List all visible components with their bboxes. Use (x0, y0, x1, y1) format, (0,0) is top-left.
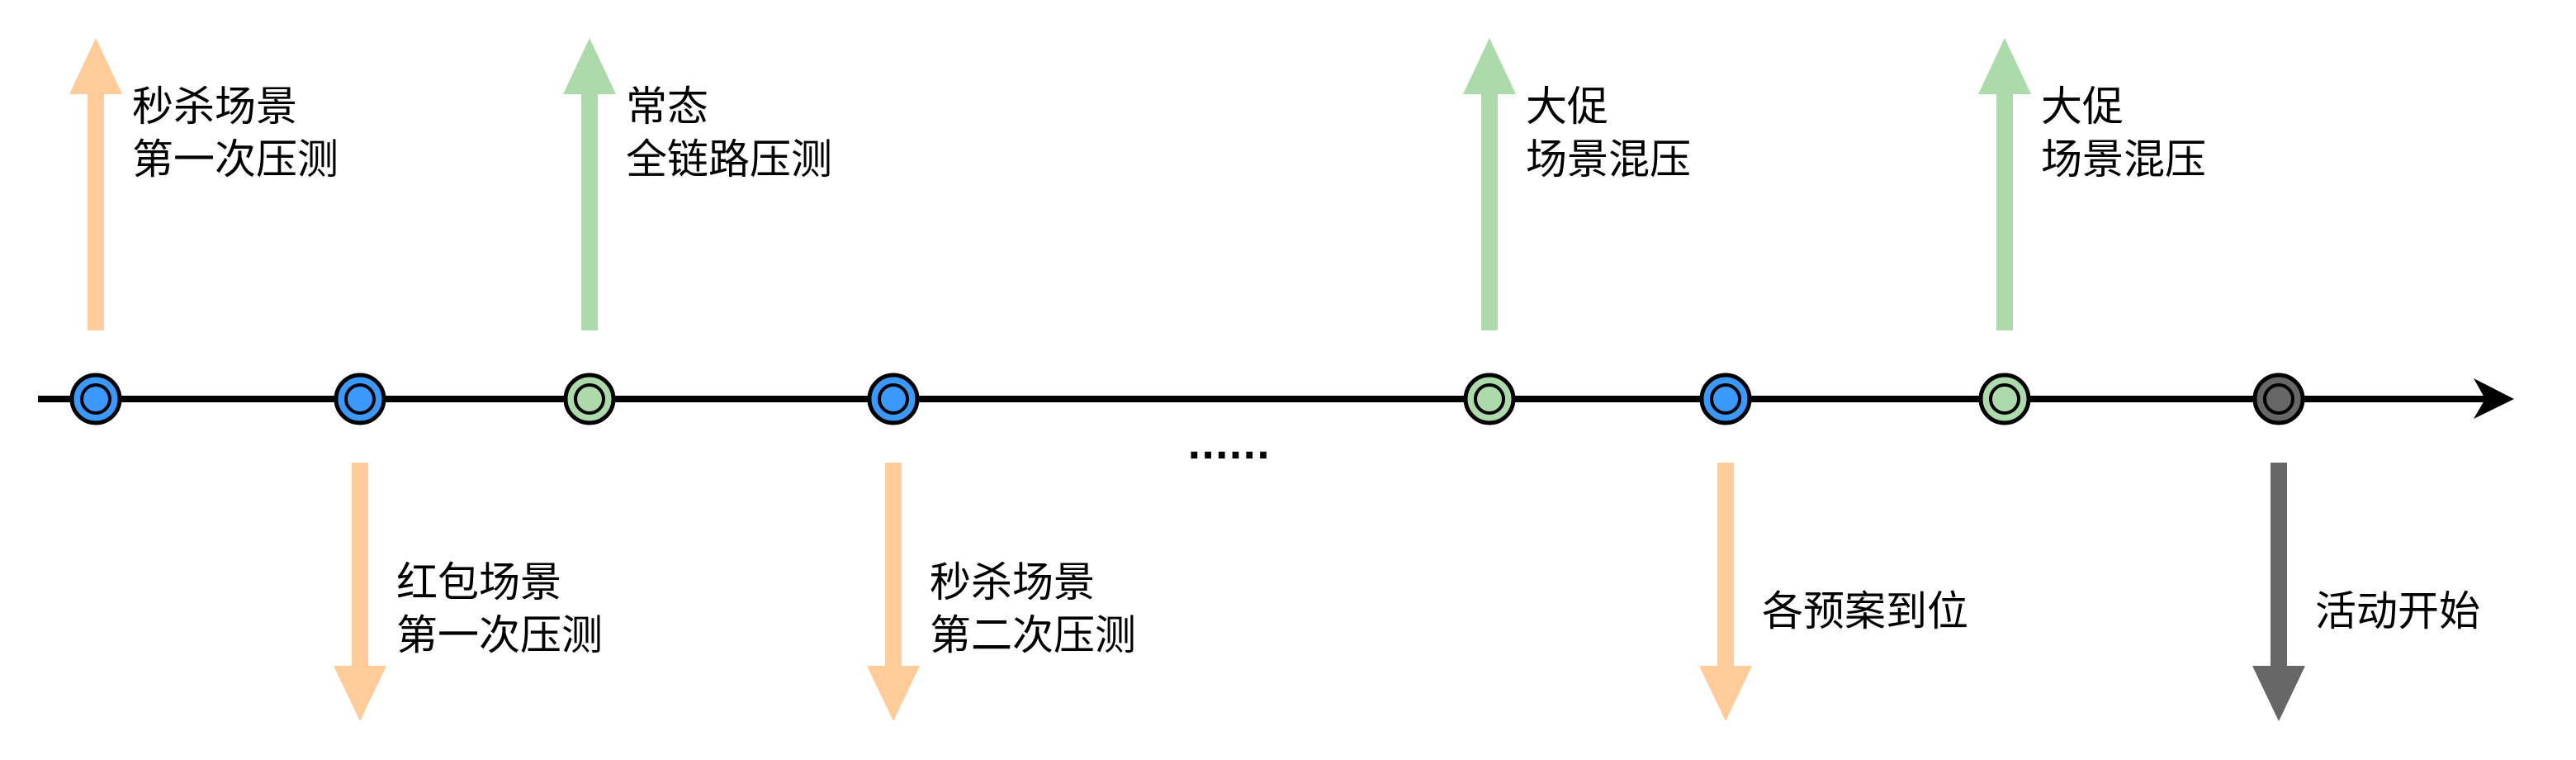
arrow-up-icon (1978, 38, 2031, 94)
arrow-shaft (1717, 463, 1734, 667)
arrow-up-icon (1463, 38, 1516, 94)
timeline-event: 活动开始 (2252, 373, 2480, 721)
arrow-shaft (1481, 93, 1498, 330)
arrow-down-icon (1699, 666, 1752, 721)
event-label: 全链路压测 (626, 135, 832, 183)
event-label: 各预案到位 (1762, 587, 1968, 635)
event-label: 大促 (2041, 83, 2124, 131)
arrow-up-icon (69, 38, 122, 94)
timeline-node-inner (344, 383, 376, 415)
event-label: 第一次压测 (132, 135, 339, 183)
arrow-shaft (1996, 93, 2013, 330)
ellipsis: ...... (1187, 425, 1270, 468)
event-label: 场景混压 (2041, 135, 2206, 183)
event-label: 活动开始 (2315, 587, 2480, 635)
arrow-down-icon (867, 666, 920, 721)
event-label: 第一次压测 (396, 611, 603, 659)
timeline-node-inner (1474, 383, 1505, 415)
timeline-node-inner (1710, 383, 1741, 415)
event-label: 大促 (1526, 83, 1608, 131)
arrow-shaft (2271, 463, 2287, 667)
arrow-shaft (885, 463, 902, 667)
event-label: 第二次压测 (930, 611, 1136, 659)
event-label: 常态 (626, 83, 708, 131)
arrow-shaft (581, 93, 598, 330)
timeline-node-inner (1989, 383, 2020, 415)
timeline-event: 各预案到位 (1699, 373, 1968, 721)
arrow-shaft (88, 93, 104, 330)
arrow-up-icon (563, 38, 616, 94)
timeline-node-inner (574, 383, 605, 415)
timeline-node-inner (2263, 383, 2294, 415)
arrow-down-icon (334, 666, 386, 721)
arrow-down-icon (2252, 666, 2305, 721)
arrow-shaft (352, 463, 368, 667)
timeline-node-inner (80, 383, 111, 415)
event-label: 场景混压 (1526, 135, 1691, 183)
timeline-arrowhead (2474, 378, 2514, 419)
event-label: 红包场景 (396, 558, 561, 606)
timeline-node-inner (878, 383, 909, 415)
event-label: 秒杀场景 (132, 83, 297, 131)
event-label: 秒杀场景 (930, 558, 1095, 606)
